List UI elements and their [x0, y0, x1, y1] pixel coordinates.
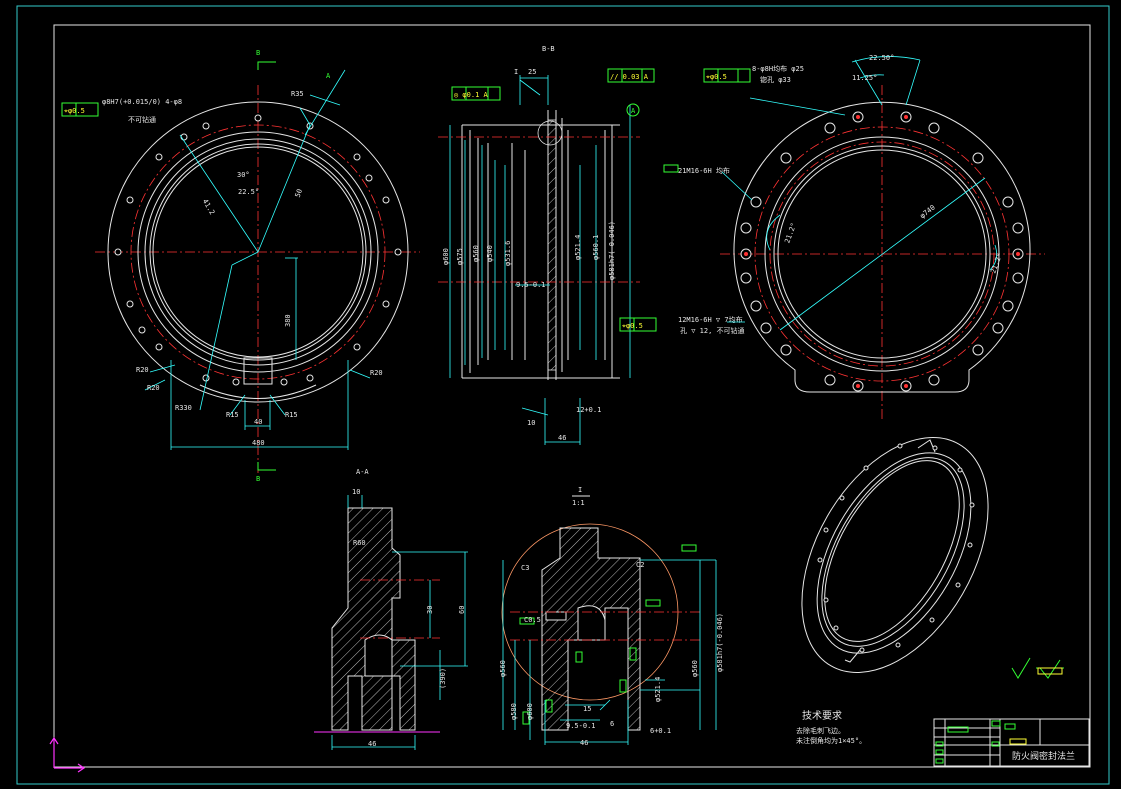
detail-c05: C0.5 [524, 616, 541, 624]
detail-dim-581: φ581h7(-0.046) [716, 613, 724, 672]
bb-dim-560b: φ560.1 [592, 235, 600, 260]
front-tolerance: ⌖φ0.5 [64, 107, 85, 115]
dim-r20-right: R20 [370, 369, 383, 377]
aa-dim-30: 30 [426, 606, 434, 614]
bb-thread-note1: 21M16-6H 均布 [678, 166, 730, 175]
title-block [933, 718, 1090, 767]
rear-view: 22.50° 11.25° ⌖φ0.5 8-φ8H均布 φ25 锪孔 φ33 φ… [663, 54, 1045, 420]
detail-dim-95: 9.5-0.1 [566, 722, 596, 730]
notes-line-1: 去除毛刺飞边。 [796, 726, 845, 735]
title-block-name: 防火阀密封法兰 [1012, 750, 1075, 762]
aa-dim-r60: R60 [353, 539, 366, 547]
bb-dim-12: 12+0.1 [576, 406, 601, 414]
bb-dim-10: 10 [527, 419, 535, 427]
isometric-view [801, 436, 989, 674]
bb-tol-a: ◎ φ0.1 A [454, 91, 489, 99]
rear-hole-note: 8-φ8H均布 φ25 [752, 64, 804, 73]
bb-thread-note2b: 孔 ▽ 12, 不可钻通 [680, 326, 745, 335]
section-aa-title: A-A [356, 468, 369, 476]
dim-r15-left: R15 [226, 411, 239, 419]
rear-tolerance: ⌖φ0.5 [706, 73, 727, 81]
detail-c3: C3 [521, 564, 529, 572]
dim-r20-left: R20 [147, 384, 160, 392]
front-view-label: B [256, 49, 260, 57]
rear-hole-note-b: 锪孔 φ33 [760, 75, 791, 84]
dim-r35: R35 [291, 90, 304, 98]
detail-dim-15: 15 [583, 705, 591, 713]
bb-thread-note2: 12M16-6H ▽ 7均布 [678, 315, 743, 324]
front-hole-note2: 不可钻通 [128, 115, 156, 124]
bb-dim-521: φ521.4 [574, 235, 582, 260]
dim-r20-left-top: R20 [136, 366, 149, 374]
detail-dim-46: 46 [580, 739, 588, 747]
dim-50: 50 [294, 188, 304, 199]
bb-dim-25: 25 [528, 68, 536, 76]
detail-dim-521: φ521.4 [654, 677, 662, 702]
detail-view: I 1:1 [499, 486, 724, 747]
detail-scale: 1:1 [572, 499, 585, 507]
section-a-mark: A [326, 72, 331, 80]
bb-dim-95: 9.5-0.1 [516, 281, 546, 289]
dim-40: 40 [254, 418, 262, 426]
detail-dim-560b: φ560 [691, 660, 699, 677]
dim-angle22: 22.5° [238, 188, 259, 196]
front-view-label-bottom: B [256, 475, 260, 483]
detail-c2: C2 [636, 561, 644, 569]
aa-dim-60: 60 [458, 606, 466, 614]
bb-dim-560: φ560 [472, 245, 480, 262]
front-view: B B R35 A 30° 22.5° 41.2 50 380 R20 R20 … [61, 49, 420, 483]
bb-dim-581: φ581h7(-0.046) [608, 221, 616, 280]
detail-dim-560: φ560 [499, 660, 507, 677]
notes-line-2: 未注倒角均为1×45°。 [796, 736, 866, 745]
rear-dim-740: φ740 [919, 203, 937, 220]
dim-480: 480 [252, 439, 265, 447]
bb-tol-c: ⌖φ0.5 [622, 322, 643, 330]
front-hole-note: φ8H7(+0.015/0) 4-φ8 [102, 98, 182, 106]
technical-notes: 技术要求 去除毛刺飞边。 未注倒角均为1×45°。 [796, 709, 866, 745]
detail-dim-6: 6 [610, 720, 614, 728]
detail-title: I [578, 486, 582, 494]
section-bb-title: B-B [542, 45, 555, 53]
drawing-frame [53, 24, 1091, 768]
rear-dim-2250: 22.50° [869, 54, 894, 62]
bb-dim-46: 46 [558, 434, 566, 442]
ucs-axis-icon [49, 736, 86, 773]
bb-dim-540: φ540 [486, 245, 494, 262]
dim-380: 380 [284, 314, 292, 327]
rear-angle-b: 21.2° [989, 252, 1004, 275]
bb-dim-575: φ575 [456, 248, 464, 265]
bb-tol-b: // 0.03 A [610, 73, 649, 81]
rear-angle-a: 21.2° [783, 222, 798, 245]
aa-dim-10: 10 [352, 488, 360, 496]
section-bb-view: B-B [438, 45, 745, 445]
sheet-border [16, 5, 1110, 785]
dim-r330: R330 [175, 404, 192, 412]
detail-ref-mark: I [514, 68, 518, 76]
notes-title: 技术要求 [802, 709, 842, 722]
aa-dim-46: 46 [368, 740, 376, 748]
roughness-symbol [1011, 657, 1064, 679]
bb-dim-531: φ531.6 [504, 241, 512, 266]
bb-dim-600: φ600 [442, 248, 450, 265]
detail-dim-6b: 6+0.1 [650, 727, 671, 735]
detail-dim-600: φ600 [526, 703, 534, 720]
dim-41: 41.2 [201, 198, 216, 217]
rear-dim-1125: 11.25° [852, 74, 877, 82]
section-aa-view: A-A 10 R60 30 60 (390) 46 [314, 468, 468, 750]
detail-dim-580: φ580 [510, 703, 518, 720]
aa-dim-390: (390) [439, 668, 447, 689]
dim-r15-right: R15 [285, 411, 298, 419]
bb-datum: A [631, 107, 636, 115]
dim-angle30: 30° [237, 171, 250, 179]
